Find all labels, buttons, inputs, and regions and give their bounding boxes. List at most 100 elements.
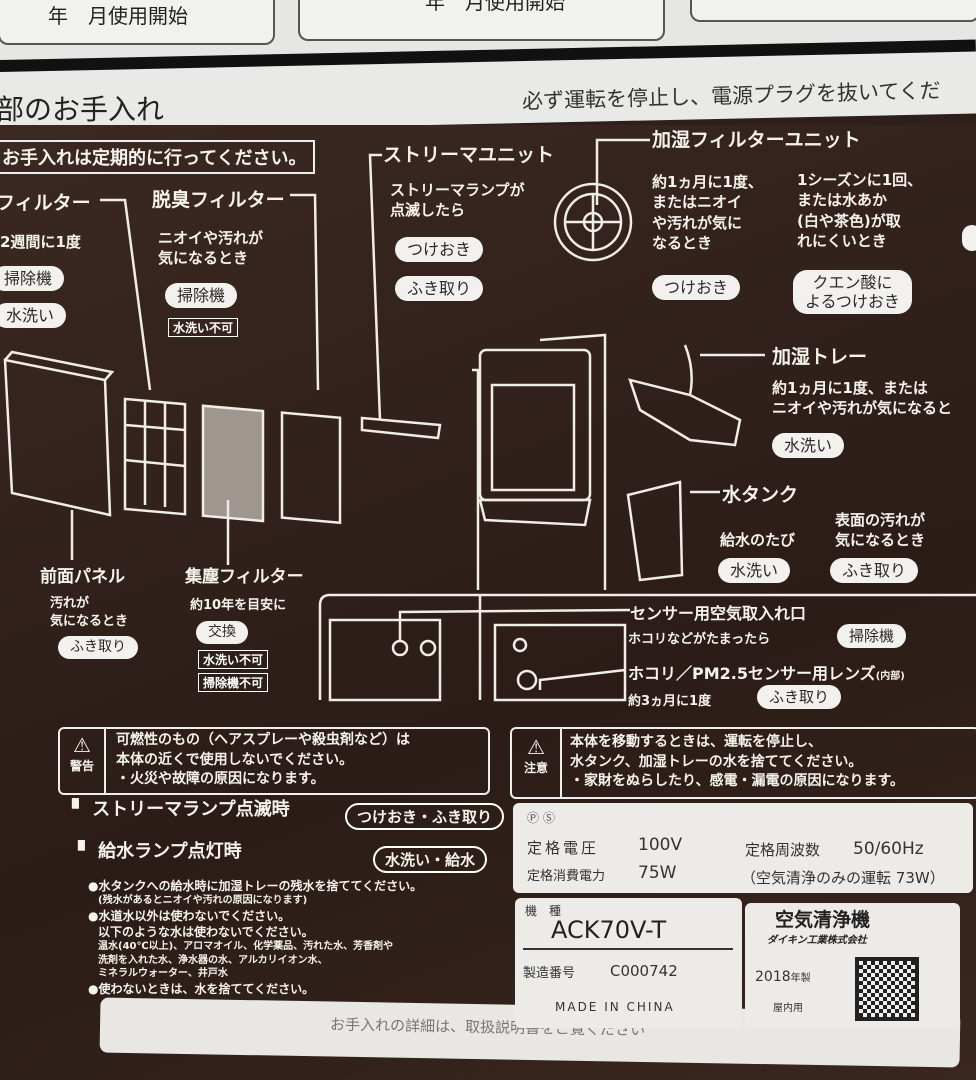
prefilter-title: フィルター <box>0 192 91 214</box>
dust-filter-action-replace: 交換 <box>196 621 248 644</box>
voltage-value: 100V <box>638 835 683 855</box>
deodorizing-filter-title: 脱臭フィルター <box>152 189 285 211</box>
lamp-streamer-label: ストリーマランプ点滅時 <box>92 799 290 820</box>
tank-title: 水タンク <box>722 484 799 506</box>
indoor-use: 屋内用 <box>773 1003 803 1014</box>
warning-box: ⚠ 警告 可燃性のもの（ヘアスプレーや殺虫剤など）は 本体の近くで使用しないでく… <box>58 727 490 795</box>
tray-title: 加湿トレー <box>772 346 868 368</box>
tank-when-b: 表面の汚れが 気になるとき <box>835 511 926 550</box>
tray-action-wash: 水洗い <box>772 433 845 459</box>
prefilter-action-vacuum: 掃除機 <box>0 266 65 292</box>
usage-start-text: 年 月使用開始 <box>48 4 188 28</box>
sensor-lens-action-wipe: ふき取り <box>757 685 842 709</box>
year-suffix: 年製 <box>790 973 811 984</box>
caution-box: ⚠ 注意 本体を移動するときは、運転を停止し、 水タンク、加湿トレーの水を捨てて… <box>510 727 976 799</box>
rating-plate: Ⓟ Ⓢ 定格電圧 100V 定格周波数 50/60Hz 定格消費電力 75W （… <box>513 803 973 893</box>
certification-marks-icon: Ⓟ Ⓢ <box>527 811 555 825</box>
usage-start-box: 年 月使用開始 <box>0 0 275 45</box>
humidifier-filter-action-citric: クエン酸に よるつけおき <box>793 270 912 315</box>
manufacture-year: 2018年製 <box>755 969 811 985</box>
model-label: 機 種 <box>525 904 562 918</box>
qr-code <box>855 957 919 1021</box>
note-2-list-3: ミネラルウォーター、井戸水 <box>98 968 228 980</box>
sensor-lens-suffix: (内部) <box>875 671 905 682</box>
lamp-icon: ▘ <box>72 799 86 820</box>
frequency-label: 定格周波数 <box>745 841 821 859</box>
humidifier-filter-action-soak: つけおき <box>652 275 741 301</box>
frequency-value: 50/60Hz <box>853 839 924 859</box>
deodorizing-no-wash-tag: 水洗い不可 <box>168 318 239 337</box>
product-name: 空気清浄機 <box>775 909 871 931</box>
front-panel-title: 前面パネル <box>40 567 125 587</box>
dust-filter-no-vacuum-tag: 掃除機不可 <box>198 673 269 692</box>
model-value: ACK70V-T <box>551 916 667 944</box>
streamer-unit-title: ストリーマユニット <box>383 144 555 166</box>
streamer-action-soak: つけおき <box>395 237 484 263</box>
power-label: 定格消費電力 <box>527 869 606 884</box>
caution-line-1: 本体を移動するときは、運転を停止し、 <box>570 734 822 750</box>
lamp-streamer: ▘ ストリーマランプ点滅時 <box>72 795 290 821</box>
sensor-lens-title: ホコリ／PM2.5センサー用レンズ(内部) <box>628 660 905 684</box>
note-2-list-1: 温水(40℃以上)、アロマオイル、化学薬品、汚れた水、芳香剤や <box>98 941 394 953</box>
lamp-water-label: 給水ランプ点灯時 <box>98 841 242 862</box>
power-value: 75W <box>638 863 677 883</box>
section-title: 部のお手入れ <box>0 93 165 126</box>
model-plate: 機 種 ACK70V-T 製造番号 C000742 MADE IN CHINA <box>515 898 742 1028</box>
air-only-power: （空気清浄のみの運転 73W） <box>741 869 945 887</box>
sensor-lens-when: 約3ヵ月に1度 <box>628 694 712 709</box>
sensor-inlet-action-vacuum: 掃除機 <box>837 624 907 648</box>
origin-text: MADE IN CHINA <box>555 1000 675 1014</box>
note-2-list-2: 洗剤を入れた水、浄水器の水、アルカリイオン水、 <box>98 954 328 966</box>
tank-action-wipe: ふき取り <box>830 558 919 584</box>
deodorizing-action-vacuum: 掃除機 <box>165 283 238 309</box>
warning-label: 警告 <box>69 759 94 773</box>
caution-label-cell: ⚠ 注意 <box>512 729 562 797</box>
note-1-sub: (残水があるとニオイや汚れの原因になります) <box>98 895 308 907</box>
note-3: ●使わないときは、水を捨ててください。 <box>88 981 315 996</box>
humidifier-filter-title: 加湿フィルターユニット <box>652 129 861 151</box>
tank-action-wash: 水洗い <box>718 558 791 584</box>
note-1: ●水タンクへの給水時に加湿トレーの残水を捨ててください。 <box>88 879 423 893</box>
front-panel-action-wipe: ふき取り <box>58 636 138 659</box>
sensor-inlet-title: センサー用空気取入れ口 <box>630 604 807 623</box>
humidifier-filter-when-a: 約1ヵ月に1度、 またはニオイ や汚れが気に なるとき <box>652 173 763 252</box>
lamp-water: ▘ 給水ランプ点灯時 <box>78 837 242 863</box>
warning-line-2: 本体の近くで使用しないでください。 <box>116 751 354 768</box>
humidifier-filter-when-b: 1シーズンに1回、 または水あか (白や茶色)が取 れにくいとき <box>797 171 923 250</box>
warning-label-cell: ⚠ 警告 <box>60 729 106 793</box>
model-divider <box>523 948 733 950</box>
streamer-when: ストリーマランプが 点滅したら <box>390 181 525 220</box>
streamer-action-wipe: ふき取り <box>395 276 484 302</box>
cut-off-pill <box>962 225 976 251</box>
caution-line-2: 水タンク、加湿トレーの水を捨ててください。 <box>570 753 863 770</box>
caution-triangle-icon: ⚠ <box>527 735 545 759</box>
front-panel-when: 汚れが 気になるとき <box>50 596 129 629</box>
dust-filter-title: 集塵フィルター <box>185 567 304 587</box>
lamp-streamer-action: つけおき・ふき取り <box>345 803 505 830</box>
caution-label: 注意 <box>523 761 548 775</box>
serial-value: C000742 <box>610 962 678 980</box>
deodorizing-when: ニオイや汚れが 気になるとき <box>158 229 264 268</box>
prefilter-when: 2週間に1度 <box>0 233 81 251</box>
maker-name: ダイキン工業株式会社 <box>767 935 867 946</box>
warning-line-1: 可燃性のもの（ヘアスプレーや殺虫剤など）は <box>116 732 410 748</box>
caution-line-3: ・家財をぬらしたり、感電・漏電の原因になります。 <box>570 773 905 790</box>
notes-list: ●水タンクへの給水時に加湿トレーの残水を捨ててください。 (残水があるとニオイや… <box>88 878 422 997</box>
lamp-water-action: 水洗い・給水 <box>373 846 488 873</box>
dust-filter-no-wash-tag: 水洗い不可 <box>198 650 269 669</box>
dust-filter-when: 約10年を目安に <box>190 598 287 613</box>
lamp-icon: ▘ <box>78 841 92 862</box>
year-value: 2018 <box>755 969 791 985</box>
blank-box <box>690 0 976 22</box>
tray-when: 約1ヵ月に1度、または ニオイや汚れが気になると <box>772 379 953 418</box>
warning-triangle-icon: ⚠ <box>73 733 91 757</box>
product-plate: 空気清浄機 ダイキン工業株式会社 2018年製 屋内用 <box>745 903 960 1028</box>
warning-line-3: ・火災や故障の原因になります。 <box>116 771 325 788</box>
note-2-sub: 以下のような水は使わないでください。 <box>98 924 314 939</box>
prefilter-action-wash: 水洗い <box>0 303 67 329</box>
usage-start-box-2: 年 月使用開始 <box>298 0 665 41</box>
intro-text: お手入れは定期的に行ってください。 <box>0 140 315 174</box>
serial-label: 製造番号 <box>523 966 576 981</box>
tank-when-a: 給水のたび <box>720 531 796 549</box>
